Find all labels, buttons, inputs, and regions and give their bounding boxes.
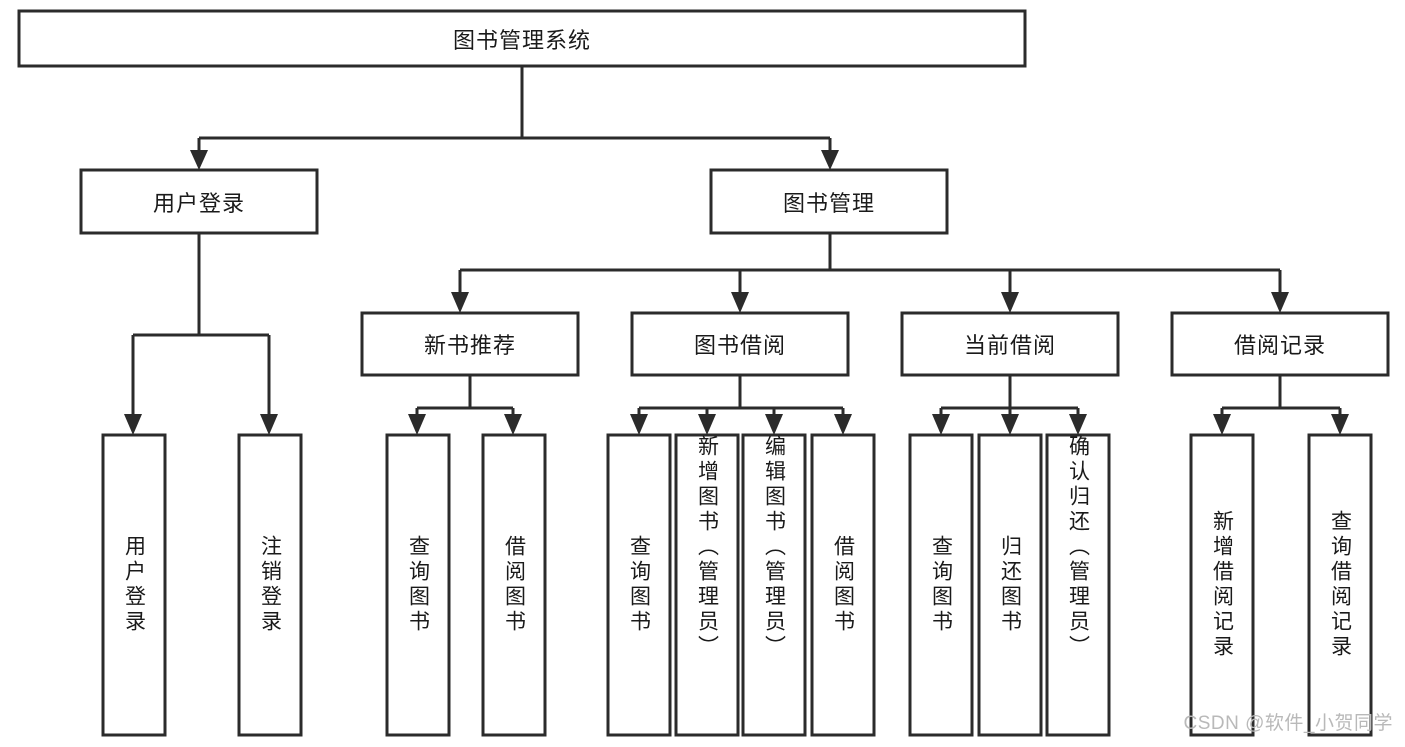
arrow-head-leaf-return-book — [1001, 414, 1019, 435]
arrow-head-leaf-logout-login — [260, 414, 278, 435]
arrow-head-leaf-add-record — [1213, 414, 1231, 435]
arrow-head-leaf-edit-book — [765, 414, 783, 435]
node-box-user-login[interactable] — [79, 168, 319, 235]
arrow-head-leaf-add-book — [698, 414, 716, 435]
connector-group-book-management — [451, 233, 1289, 313]
arrow-head-leaf-borrow-book-2 — [834, 414, 852, 435]
arrow-head-leaf-user-login — [124, 414, 142, 435]
node-box-book-management[interactable] — [709, 168, 949, 235]
arrow-head-user-login — [190, 150, 208, 170]
arrow-head-leaf-query-book-2 — [630, 414, 648, 435]
node-box-leaf-add-record[interactable] — [1189, 433, 1255, 737]
node-box-book-borrow[interactable] — [630, 311, 850, 377]
node-box-leaf-confirm-return[interactable] — [1045, 433, 1111, 737]
node-box-leaf-edit-book[interactable] — [741, 433, 807, 737]
connector-group-borrow-record — [1213, 375, 1349, 435]
node-box-borrow-record[interactable] — [1170, 311, 1390, 377]
node-box-leaf-return-book[interactable] — [977, 433, 1043, 737]
watermark-text: CSDN @软件_小贺同学 — [1183, 713, 1393, 734]
node-box-leaf-query-book-1[interactable] — [385, 433, 451, 737]
node-box-root[interactable] — [17, 9, 1027, 68]
arrow-head-leaf-confirm-return — [1069, 414, 1087, 435]
node-box-new-book-recommend[interactable] — [360, 311, 580, 377]
connector-group-current-borrow — [932, 375, 1087, 435]
arrow-head-current-borrow — [1001, 292, 1019, 313]
arrow-head-borrow-record — [1271, 292, 1289, 313]
arrow-head-leaf-query-book-1 — [408, 414, 426, 435]
node-box-leaf-query-book-3[interactable] — [908, 433, 974, 737]
node-box-leaf-query-book-2[interactable] — [606, 433, 672, 737]
arrow-head-book-management — [821, 150, 839, 170]
connector-group-root — [190, 66, 839, 170]
node-box-leaf-add-book[interactable] — [674, 433, 740, 737]
arrow-head-leaf-query-record — [1331, 414, 1349, 435]
node-box-leaf-logout-login[interactable] — [237, 433, 303, 737]
connector-group-book-borrow — [630, 375, 852, 435]
arrow-head-book-borrow — [731, 292, 749, 313]
node-box-leaf-query-record[interactable] — [1307, 433, 1373, 737]
connector-group-new-book-recommend — [408, 375, 522, 435]
node-box-leaf-user-login[interactable] — [101, 433, 167, 737]
node-box-leaf-borrow-book-2[interactable] — [810, 433, 876, 737]
node-box-leaf-borrow-book-1[interactable] — [481, 433, 547, 737]
node-box-current-borrow[interactable] — [900, 311, 1120, 377]
arrow-head-leaf-query-book-3 — [932, 414, 950, 435]
arrow-head-new-book-recommend — [451, 292, 469, 313]
connector-group-user-login — [124, 233, 278, 435]
arrow-head-leaf-borrow-book-1 — [504, 414, 522, 435]
